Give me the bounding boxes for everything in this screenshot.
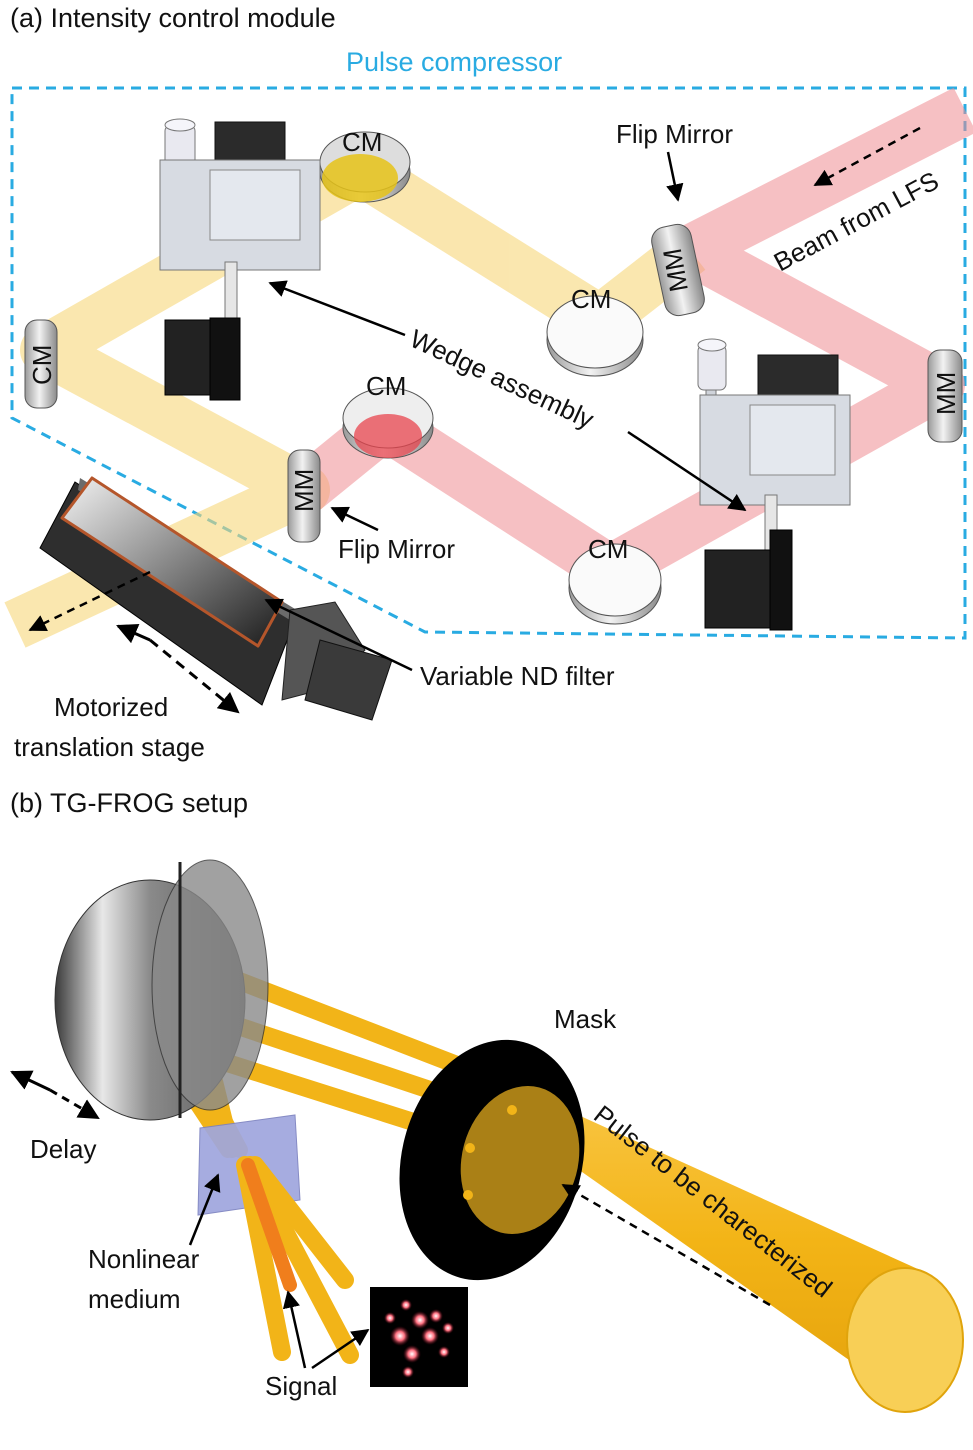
wedge-assembly-upper (159, 118, 321, 401)
split-delay-mirror (54, 859, 269, 1121)
cm-label: CM (366, 371, 406, 401)
cm-label: CM (27, 345, 57, 385)
signal-arrow-left (282, 1290, 307, 1369)
variable-nd-label: Variable ND filter (420, 661, 615, 691)
wedge-arrow-upper (268, 280, 406, 337)
pulse-compressor-box (10, 86, 967, 640)
medium-arrow (188, 1173, 221, 1246)
beam-direction-arrow-in (813, 126, 921, 187)
signal-arrow-right (311, 1328, 370, 1370)
mm-label: MM (657, 246, 694, 294)
signal-pattern-image (370, 1287, 468, 1387)
flip-mirror-bottom-arrow (330, 506, 379, 532)
pulse-compressor-label: Pulse compressor (346, 47, 562, 77)
stage-label-line2: translation stage (14, 732, 205, 762)
pulse-direction-arrow (561, 1183, 771, 1307)
delay-arrow (10, 1070, 100, 1120)
delay-label: Delay (30, 1134, 96, 1164)
panel-b-title: (b) TG-FROG setup (10, 788, 248, 818)
medium-label-line2: medium (88, 1284, 180, 1314)
mm-flip-mirror-bottom: MM (287, 449, 321, 543)
cm-mirror-left: CM (24, 319, 58, 409)
variable-nd-filter (60, 476, 284, 648)
cm-label: CM (342, 127, 382, 157)
cm-mirror-middle: CM (342, 371, 434, 459)
signal-label: Signal (265, 1371, 337, 1401)
wedge-arrow-lower (627, 430, 747, 512)
mm-label: MM (289, 469, 319, 512)
flip-mirror-top-label: Flip Mirror (616, 119, 733, 149)
wedge-assembly-lower (697, 338, 851, 631)
cm-label: CM (588, 534, 628, 564)
flip-mirror-top-arrow (666, 151, 684, 202)
stage-motion-arrow (116, 623, 240, 714)
panel-a-title: (a) Intensity control module (10, 3, 336, 33)
cm-label: CM (571, 284, 611, 314)
pulse-beam-cylinder (490, 1075, 964, 1413)
mm-label: MM (931, 372, 961, 415)
cm-mirror-right: CM (546, 284, 644, 377)
signal-beams (236, 1156, 359, 1364)
variable-nd-arrow (264, 598, 413, 672)
cm-mirror-bottom: CM (568, 534, 662, 625)
flip-mirror-bottom-label: Flip Mirror (338, 534, 455, 564)
cm-mirror-top: CM (319, 127, 411, 203)
mask (399, 1039, 585, 1281)
medium-label-line1: Nonlinear (88, 1244, 200, 1274)
stage-label-line1: Motorized (54, 692, 168, 722)
mm-flip-mirror-top: MM (651, 223, 705, 317)
mm-mirror-right: MM (927, 349, 963, 443)
mask-label: Mask (554, 1004, 617, 1034)
